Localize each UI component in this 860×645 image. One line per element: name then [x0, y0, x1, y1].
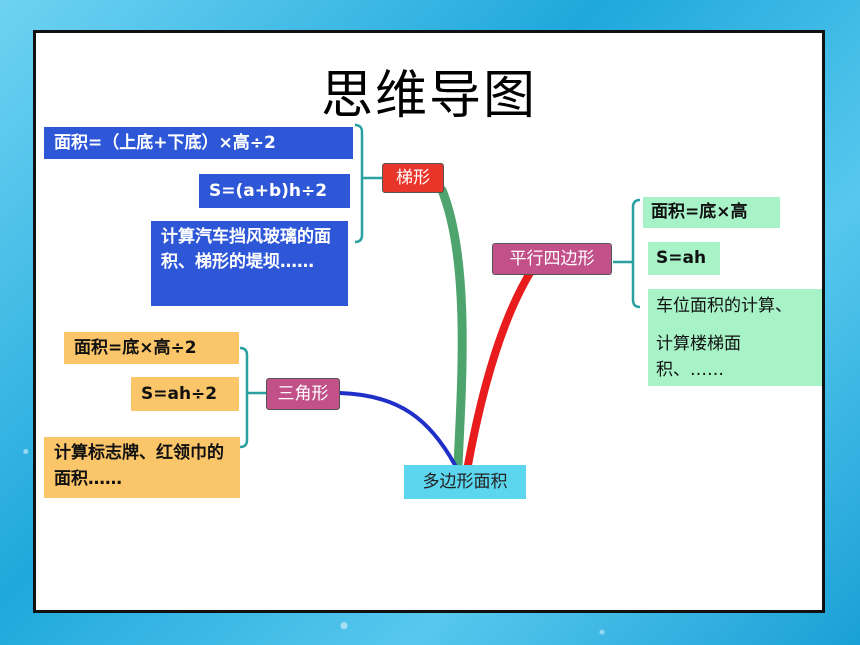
parallelogram-uses: 车位面积的计算、 计算楼梯面积、……	[648, 289, 822, 386]
branch-parallelogram	[464, 264, 537, 469]
trapezoid-node: 梯形	[382, 163, 444, 193]
parallelogram-formula-symbols: S=ah	[648, 242, 720, 275]
trapezoid-formula-words: 面积=（上底+下底）×高÷2	[44, 127, 353, 159]
branch-triangle	[338, 391, 457, 467]
triangle-formula-words: 面积=底×高÷2	[64, 332, 239, 364]
bracket-triangle	[239, 346, 266, 449]
bracket-parallelogram	[613, 198, 641, 309]
bracket-trapezoid	[354, 123, 382, 244]
page-title: 思维导图	[320, 66, 537, 126]
triangle-uses: 计算标志牌、红领巾的面积……	[44, 437, 240, 498]
center-node: 多边形面积	[404, 465, 526, 499]
triangle-node: 三角形	[266, 378, 340, 410]
branch-trapezoid	[437, 185, 467, 470]
trapezoid-formula-symbols: S=(a+b)h÷2	[199, 174, 350, 208]
parallelogram-formula-words: 面积=底×高	[643, 197, 780, 228]
trapezoid-uses: 计算汽车挡风玻璃的面积、梯形的堤坝……	[151, 221, 348, 306]
triangle-formula-symbols: S=ah÷2	[131, 377, 239, 411]
parallelogram-uses-line2: 计算楼梯面积、……	[656, 334, 741, 380]
parallelogram-node: 平行四边形	[492, 243, 612, 275]
parallelogram-uses-line1: 车位面积的计算、	[656, 296, 792, 316]
